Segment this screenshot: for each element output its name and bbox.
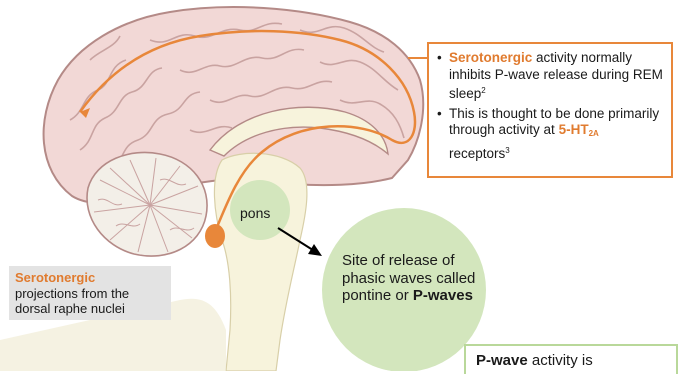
serotonergic-callout: Serotonergic activity normally inhibits … (427, 42, 673, 178)
raphe-nucleus-dot (205, 224, 225, 248)
raphe-label: Serotonergic projections from the dorsal… (9, 266, 171, 320)
callout-item-2: This is thought to be done primarily thr… (449, 106, 663, 163)
site-of-release-text: Site of release of phasic waves called p… (342, 252, 477, 305)
pons-label: pons (240, 205, 270, 221)
pwave-activity-box: P-wave activity is (464, 344, 678, 374)
pons-arrowhead (308, 244, 322, 256)
callout-item-1: Serotonergic activity normally inhibits … (449, 50, 663, 103)
cerebellum (87, 152, 207, 256)
